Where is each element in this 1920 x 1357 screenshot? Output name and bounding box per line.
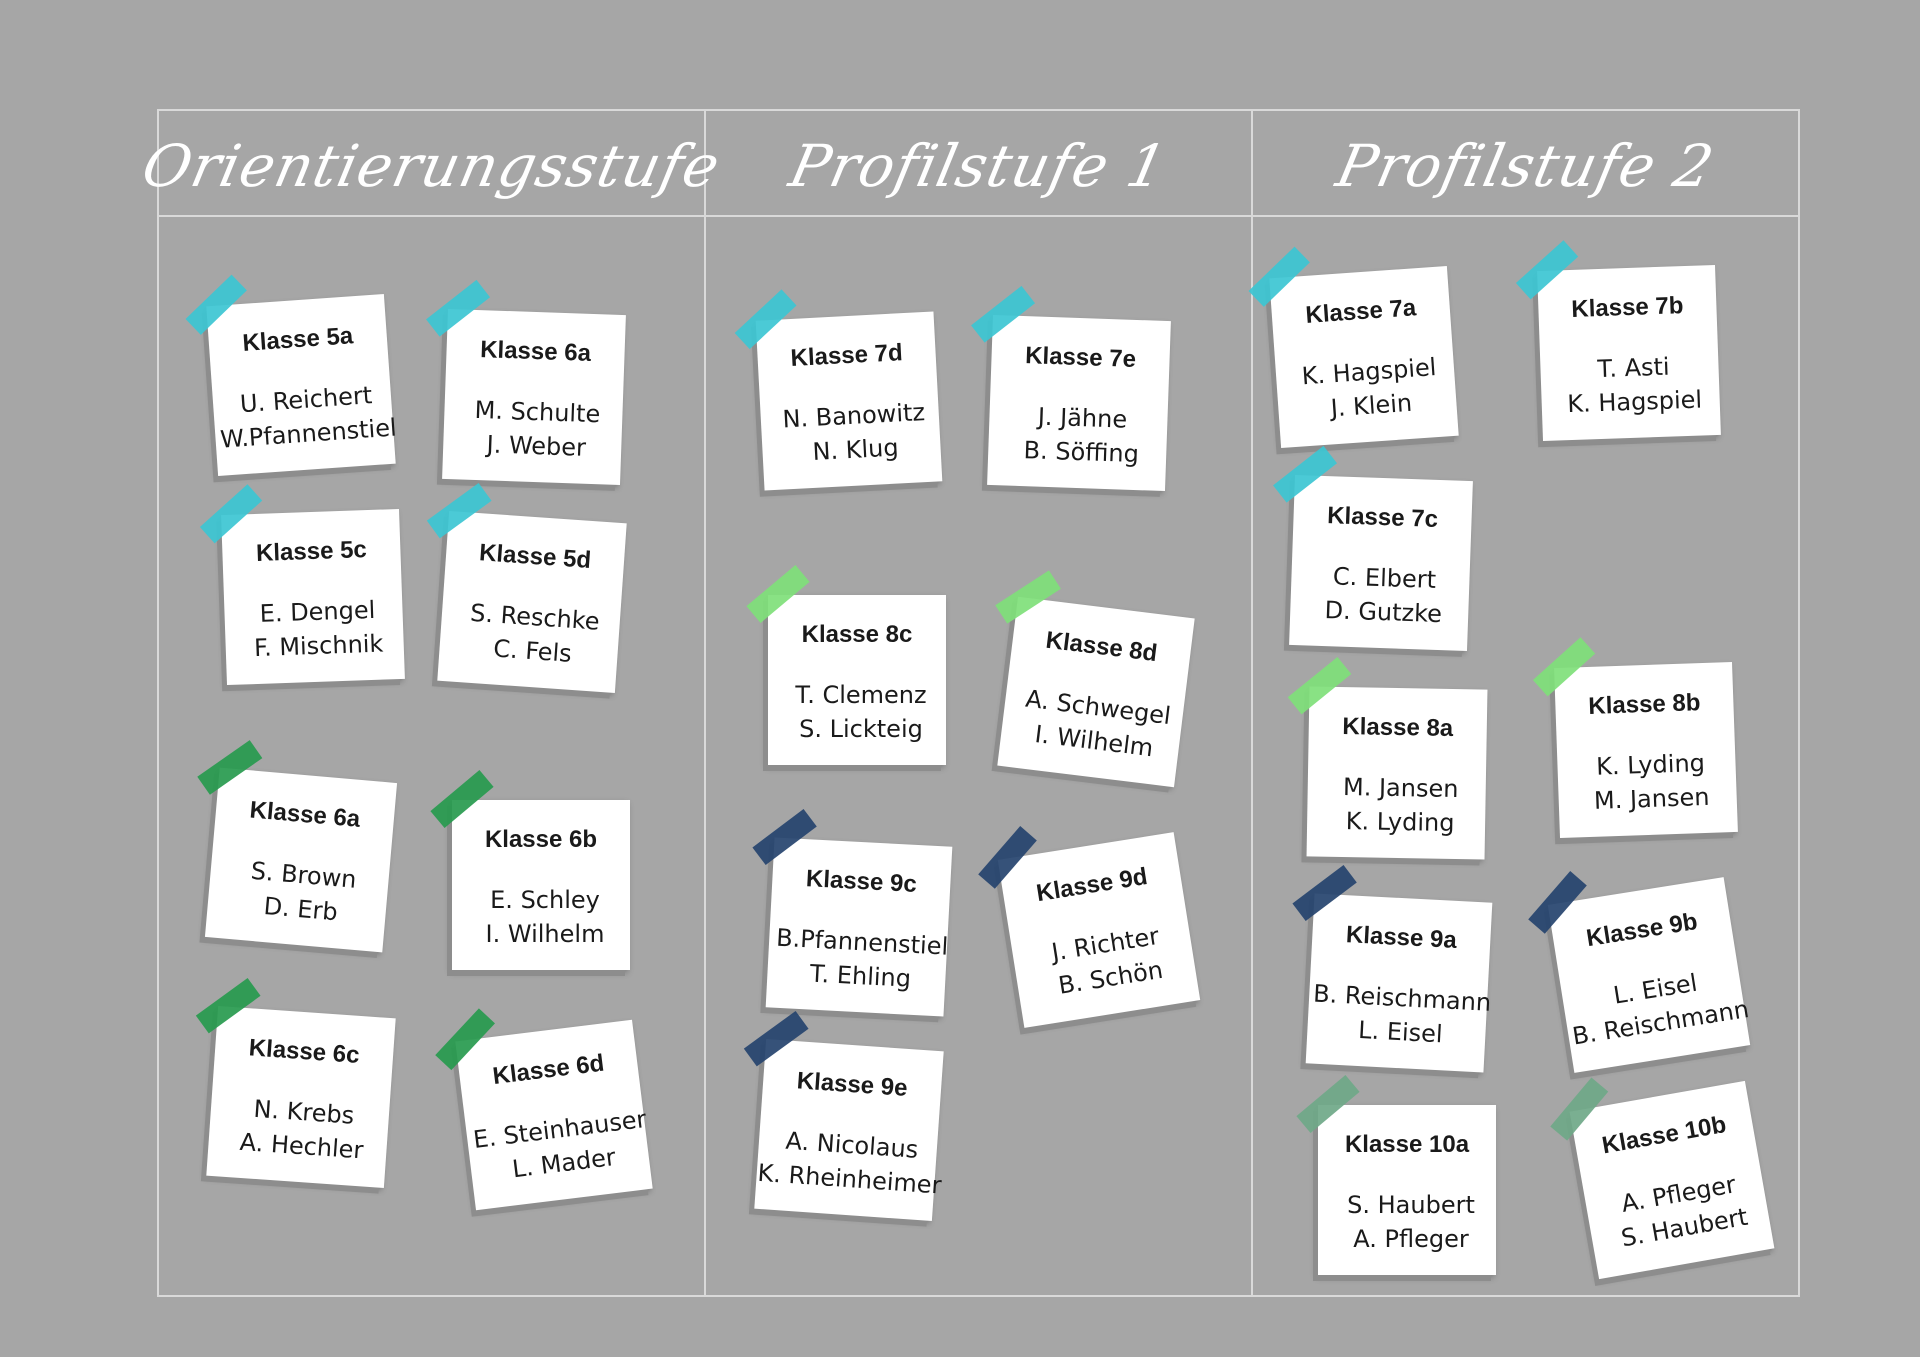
teacher-name: I. Wilhelm <box>485 920 605 948</box>
teacher-name: K. Lyding <box>1345 807 1455 838</box>
teacher-name: M. Jansen <box>1342 773 1459 804</box>
class-label: Klasse 10a <box>1344 1131 1470 1158</box>
column-divider <box>1251 109 1253 1297</box>
class-label: Klasse 9b <box>1584 907 1700 953</box>
teacher-name: J. Klein <box>1329 388 1413 423</box>
teacher-name: M. Jansen <box>1593 782 1710 815</box>
teacher-name: N. Banowitz <box>781 398 926 434</box>
sticky-note: Klasse 6b E. Schley I. Wilhelm <box>430 770 630 970</box>
teacher-name: K. Lyding <box>1595 748 1706 781</box>
teacher-name: A. Hechler <box>238 1127 365 1165</box>
teacher-name: L. Eisel <box>1357 1015 1444 1049</box>
sticky-note: Klasse 10a S. Haubert A. Pfleger <box>1296 1075 1496 1275</box>
class-label: Klasse 7d <box>789 339 904 372</box>
class-label: Klasse 8a <box>1342 713 1454 742</box>
teacher-name: J. Weber <box>486 430 587 462</box>
teacher-name: N. Klug <box>811 433 900 466</box>
teacher-name: M. Schulte <box>474 395 601 429</box>
class-label: Klasse 9e <box>795 1067 909 1102</box>
class-label: Klasse 6d <box>491 1049 606 1091</box>
column-title-orientierungsstufe: Orientierungsstufe <box>136 131 727 200</box>
teacher-name: B. Söffing <box>1023 436 1140 469</box>
column-title-profilstufe-1: Profilstufe 1 <box>783 131 1174 200</box>
sticky-note: Klasse 8c T. Clemenz S. Lickteig <box>746 565 946 765</box>
teacher-name: C. Elbert <box>1332 562 1437 594</box>
teacher-name: B.Pfannenstiel <box>775 923 949 961</box>
class-label: Klasse 7e <box>1024 342 1137 373</box>
teacher-name: A. Pfleger <box>1353 1225 1469 1253</box>
class-label: Klasse 9a <box>1345 921 1458 954</box>
teacher-name: K. Rheinheimer <box>756 1158 943 1200</box>
teacher-name: F. Mischnik <box>253 629 384 663</box>
class-label: Klasse 5c <box>255 536 368 567</box>
teacher-name: B. Reischmann <box>1312 979 1492 1017</box>
class-label: Klasse 9d <box>1034 862 1150 908</box>
teacher-name: J. Jähne <box>1037 402 1128 434</box>
class-label: Klasse 10b <box>1599 1111 1729 1160</box>
board-frame <box>157 109 1800 1297</box>
class-label: Klasse 8d <box>1044 626 1159 668</box>
teacher-name: D. Gutzke <box>1324 596 1443 629</box>
column-title-profilstufe-2: Profilstufe 2 <box>1330 131 1721 200</box>
teacher-name: E. Schley <box>490 886 600 914</box>
teacher-name: C. Fels <box>492 634 573 668</box>
class-label: Klasse 6c <box>247 1034 361 1069</box>
class-label: Klasse 6b <box>484 826 598 853</box>
teacher-name: T. Clemenz <box>795 681 927 709</box>
teacher-name: E. Dengel <box>259 595 376 628</box>
class-label: Klasse 7b <box>1570 292 1684 323</box>
column-divider <box>704 109 706 1297</box>
teacher-name: K. Hagspiel <box>1566 385 1703 419</box>
teacher-name: T. Ehling <box>809 959 912 993</box>
class-label: Klasse 9c <box>805 865 918 898</box>
teacher-name: S. Haubert <box>1347 1191 1475 1219</box>
class-label: Klasse 5a <box>241 322 355 357</box>
class-label: Klasse 8c <box>801 621 913 648</box>
class-label: Klasse 8b <box>1587 689 1701 720</box>
class-label: Klasse 7a <box>1304 294 1418 329</box>
class-label: Klasse 6a <box>479 336 592 367</box>
teacher-name: T. Asti <box>1597 352 1671 384</box>
class-label: Klasse 6a <box>248 796 362 833</box>
header-divider <box>157 215 1800 217</box>
class-label: Klasse 7c <box>1326 502 1439 533</box>
teacher-name: W.Pfannenstiel <box>219 413 398 454</box>
teacher-name: S. Lickteig <box>799 715 923 743</box>
class-label: Klasse 5d <box>478 539 593 574</box>
